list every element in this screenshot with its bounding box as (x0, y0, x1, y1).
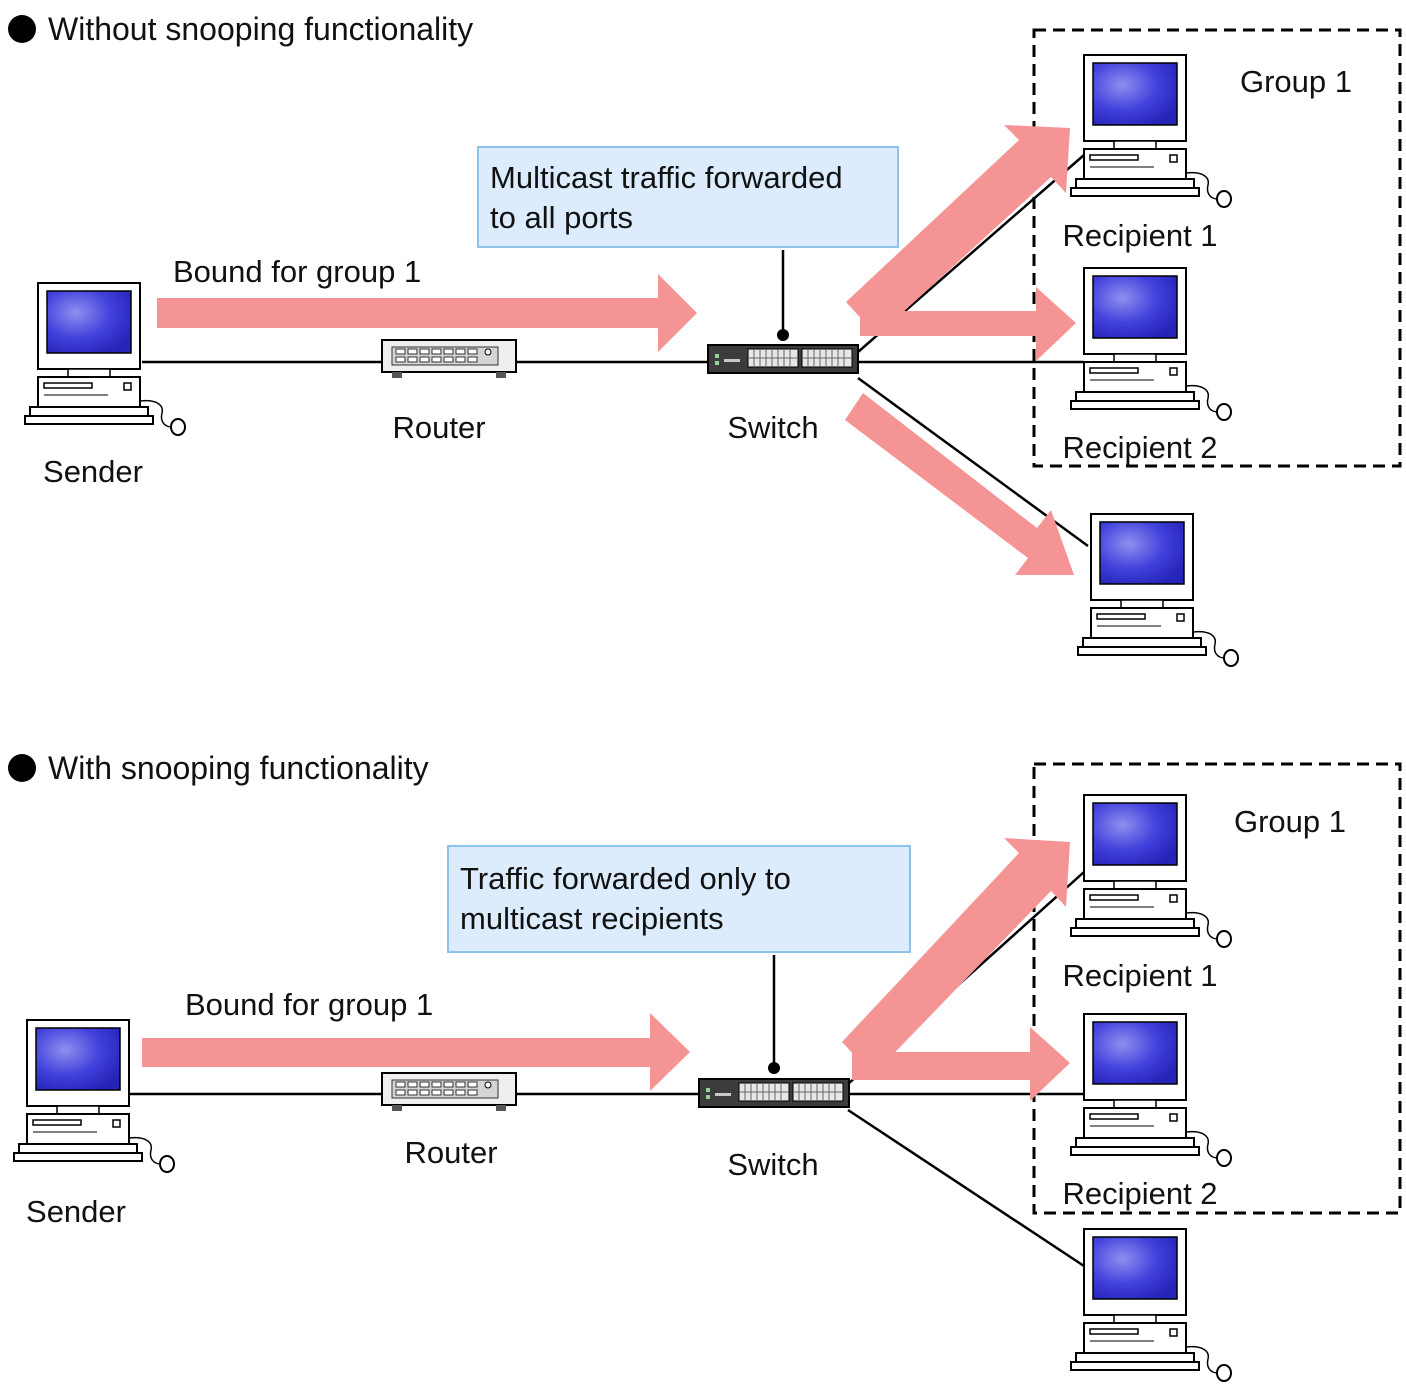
traffic-arrow-sender (142, 1013, 690, 1091)
callout-box (447, 845, 911, 953)
recipient-2-label: Recipient 2 (1062, 430, 1217, 465)
traffic-arrow-recipient-2 (852, 1027, 1070, 1101)
callout-line-2: multicast recipients (460, 901, 724, 936)
bullet-icon (8, 754, 36, 782)
callout-pointer-dot (777, 329, 789, 341)
non-member-computer-icon (1077, 513, 1239, 667)
recipient-1-computer-icon (1070, 794, 1232, 948)
recipient-1-label: Recipient 1 (1062, 218, 1217, 253)
group-boundary (1032, 762, 1402, 1215)
recipient-2-computer-icon (1070, 267, 1232, 421)
router-label: Router (392, 410, 485, 445)
traffic-arrow-non-member (845, 393, 1074, 575)
traffic-arrows (157, 125, 1076, 575)
router-label: Router (404, 1135, 497, 1170)
group-boundary (1032, 28, 1402, 468)
callout-pointer-dot (768, 1062, 780, 1074)
sender-label: Sender (43, 454, 143, 489)
traffic-arrow-sender (157, 274, 697, 352)
callout-line-1: Traffic forwarded only to (460, 861, 791, 896)
recipient-1-computer-icon (1070, 54, 1232, 208)
switch-label: Switch (727, 1147, 818, 1182)
callout-box (477, 146, 899, 248)
section-title: Without snooping functionality (48, 11, 473, 47)
callout-line-2: to all ports (490, 200, 633, 235)
section-without-snooping: Without snooping functionality Group 1 M… (8, 11, 1402, 667)
group-label: Group 1 (1234, 804, 1346, 839)
section-title: With snooping functionality (48, 750, 429, 786)
recipient-2-label: Recipient 2 (1062, 1176, 1217, 1211)
router-icon (381, 1072, 517, 1112)
sender-label: Sender (26, 1194, 126, 1229)
traffic-arrow-recipient-2 (860, 287, 1076, 361)
callout-line-1: Multicast traffic forwarded (490, 160, 843, 195)
section-with-snooping: With snooping functionality Group 1 Traf… (8, 750, 1402, 1382)
group-label: Group 1 (1240, 64, 1352, 99)
traffic-arrow-recipient-1 (846, 125, 1070, 336)
arrow-label: Bound for group 1 (173, 254, 421, 289)
network-switch-icon (707, 344, 859, 374)
non-member-computer-icon (1070, 1228, 1232, 1382)
router-icon (381, 339, 517, 379)
recipient-1-label: Recipient 1 (1062, 958, 1217, 993)
recipient-2-computer-icon (1070, 1013, 1232, 1167)
network-switch-icon (698, 1078, 850, 1108)
bullet-icon (8, 15, 36, 43)
traffic-arrow-recipient-1 (842, 838, 1070, 1075)
arrow-label: Bound for group 1 (185, 987, 433, 1022)
traffic-arrows (142, 838, 1070, 1101)
switch-label: Switch (727, 410, 818, 445)
